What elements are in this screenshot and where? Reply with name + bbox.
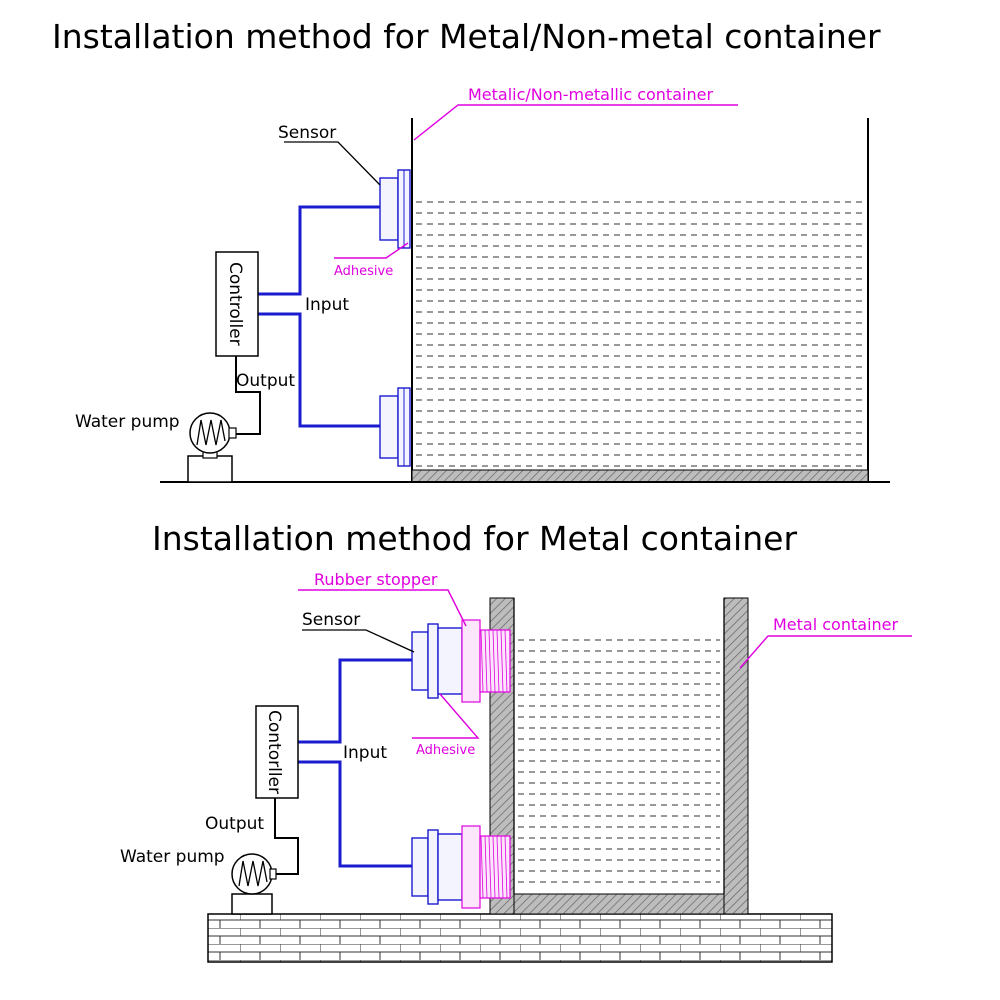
top-sensor-upper bbox=[379, 169, 411, 249]
thread-line bbox=[488, 629, 492, 693]
top-controller-label: Controller bbox=[225, 262, 245, 346]
thread-line bbox=[492, 835, 496, 899]
bottom-stopper-label: Rubber stopper bbox=[314, 570, 438, 589]
top-output-wire bbox=[233, 356, 261, 435]
bottom-water bbox=[518, 639, 720, 883]
thread-line bbox=[492, 629, 496, 693]
bottom-output-label: Output bbox=[205, 814, 264, 834]
top-water-pump bbox=[187, 412, 237, 483]
top-pump-label: Water pump bbox=[75, 412, 180, 432]
thread-line bbox=[480, 629, 484, 693]
thread-line bbox=[500, 835, 504, 899]
bottom-water-pump bbox=[231, 853, 277, 915]
bottom-sensor-upper bbox=[411, 619, 511, 703]
bottom-sensor-lower bbox=[411, 825, 511, 909]
thread-line bbox=[496, 835, 500, 899]
thread-line bbox=[496, 629, 500, 693]
bottom-input-wires bbox=[298, 658, 412, 868]
bottom-controller-box bbox=[255, 705, 299, 799]
bottom-sensor-label: Sensor bbox=[302, 610, 360, 630]
top-title: Installation method for Metal/Non-metal … bbox=[52, 17, 881, 56]
top-sensor-lower bbox=[379, 387, 411, 467]
top-input-wires bbox=[258, 205, 380, 428]
thread-line bbox=[488, 835, 492, 899]
bottom-container-label: Metal container bbox=[773, 615, 898, 634]
thread-line bbox=[504, 629, 508, 693]
top-container-label: Metalic/Non-metallic container bbox=[468, 85, 713, 104]
bottom-controller-label: Contorller bbox=[264, 710, 284, 794]
thread-line bbox=[484, 629, 488, 693]
top-water bbox=[416, 201, 864, 467]
top-sensor-label: Sensor bbox=[278, 123, 336, 143]
top-adhesive-label: Adhesive bbox=[334, 264, 393, 279]
bottom-title: Installation method for Metal container bbox=[152, 519, 797, 558]
bottom-output-wire bbox=[272, 798, 299, 875]
top-output-label: Output bbox=[236, 371, 295, 391]
thread-line bbox=[504, 835, 508, 899]
bottom-adhesive-label: Adhesive bbox=[416, 743, 475, 758]
top-container bbox=[160, 118, 890, 483]
bottom-input-label: Input bbox=[343, 743, 387, 763]
thread-line bbox=[484, 835, 488, 899]
bottom-pump-label: Water pump bbox=[120, 847, 225, 867]
thread-line bbox=[480, 835, 484, 899]
top-controller-box bbox=[215, 251, 259, 357]
bottom-metal-container bbox=[489, 597, 749, 915]
brick-ground bbox=[207, 913, 833, 963]
thread-line bbox=[500, 629, 504, 693]
top-input-label: Input bbox=[305, 295, 349, 315]
